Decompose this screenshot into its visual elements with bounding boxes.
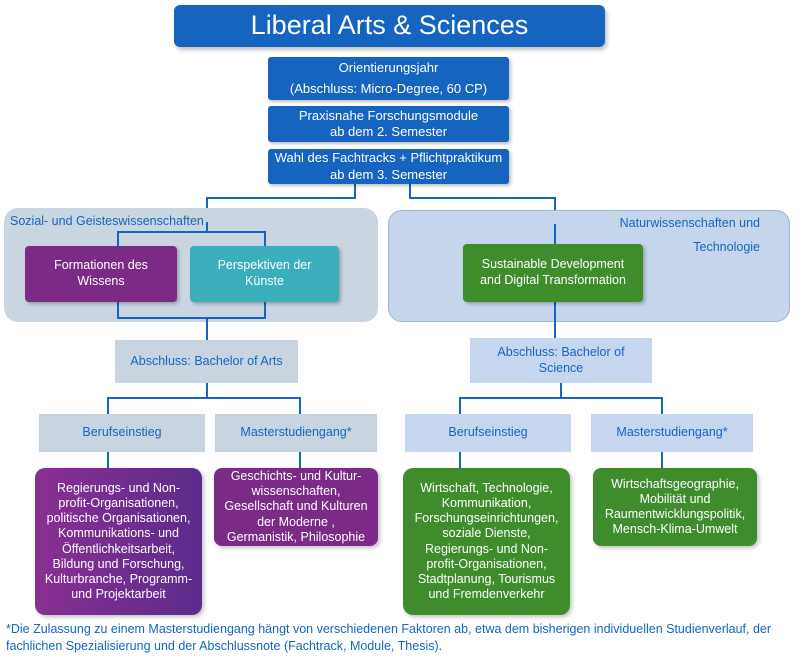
perspectives-of-arts-box: Perspektiven der Künste <box>190 246 339 302</box>
bachelor-of-arts-box: Abschluss: Bachelor of Arts <box>115 340 298 383</box>
bachelor-of-science-box: Abschluss: Bachelor of Science <box>470 338 652 383</box>
natural-career-list: Wirtschaft, Technologie, Kommunikation, … <box>403 468 570 615</box>
connector-track-to-natural <box>409 184 556 210</box>
list-item: Regierungs- und Non- <box>425 541 548 556</box>
list-item: Raumentwicklungspolitik, <box>604 507 746 521</box>
natural-master-list: Wirtschaftsgeographie, Mobilität und Rau… <box>593 468 757 546</box>
orientation-line2: (Abschluss: Micro-Degree, 60 CP) <box>289 80 488 96</box>
list-item: und Projektarbeit <box>71 587 166 602</box>
list-item: Öffentlichkeitsarbeit, <box>61 541 176 556</box>
list-item: Germanistik, Philosophie <box>226 529 366 544</box>
research-line2: ab dem 2. Semester <box>329 124 448 139</box>
track-selection-box: Wahl des Fachtracks + Pflichtpraktikum a… <box>268 149 509 184</box>
natural-sciences-label: Naturwissenschaften und Technologie <box>619 216 760 254</box>
list-item: und Fremdenverkehr <box>428 587 545 602</box>
research-modules-box: Praxisnahe Forschungsmodule ab dem 2. Se… <box>268 106 509 142</box>
orientation-line1: Orientierungsjahr <box>338 60 439 76</box>
page-title: Liberal Arts & Sciences <box>174 5 605 47</box>
social-career-entry-box: Berufseinstieg <box>39 414 205 452</box>
natural-master-box: Masterstudiengang* <box>591 414 753 452</box>
connector-bs-split <box>459 383 562 414</box>
connector-ba-split <box>107 383 208 414</box>
list-item: Wirtschaftsgeographie, <box>611 476 739 491</box>
list-item: politische Organisationen, <box>46 511 191 525</box>
track-line1: Wahl des Fachtracks + Pflichtpraktikum <box>274 150 503 166</box>
connector-social-join <box>117 302 266 319</box>
list-item: Gesellschaft und Kulturen <box>224 499 368 514</box>
list-item: Kulturbranche, Programm- <box>44 572 193 586</box>
sustainable-development-box: Sustainable Development and Digital Tran… <box>463 244 643 302</box>
list-item: Kommunikations- und <box>58 526 179 541</box>
connector-social-split <box>117 222 208 246</box>
list-item: Regierungs- und Non- <box>57 480 180 495</box>
formations-of-knowledge-box: Formationen des Wissens <box>25 246 177 302</box>
list-item: Stadtplanung, Tourismus <box>417 572 556 586</box>
social-career-list: Regierungs- und Non- profit-Organisation… <box>35 468 202 615</box>
social-master-box: Masterstudiengang* <box>215 414 377 452</box>
orientation-year-box: Orientierungsjahr (Abschluss: Micro-Degr… <box>268 57 509 100</box>
track-line2: ab dem 3. Semester <box>329 166 448 182</box>
list-item: Geschichts- und Kultur- <box>230 468 362 483</box>
natural-career-entry-box: Berufseinstieg <box>405 414 571 452</box>
list-item: soziale Dienste, <box>442 526 531 541</box>
list-item: Mensch-Klima-Umwelt <box>612 522 738 537</box>
list-item: wissenschaften, <box>251 484 341 499</box>
social-sciences-label: Sozial- und Geisteswissenschaften <box>10 214 204 228</box>
list-item: profit-Organisationen, <box>426 556 547 571</box>
list-item: Kommunikation, <box>441 495 532 510</box>
list-item: Mobilität und <box>639 491 711 506</box>
footnote: *Die Zulassung zu einem Masterstudiengan… <box>6 622 772 653</box>
list-item: profit-Organisationen, <box>58 495 179 510</box>
research-line1: Praxisnahe Forschungsmodule <box>298 107 479 123</box>
page-title-text: Liberal Arts & Sciences <box>250 10 529 41</box>
connector-track-to-social <box>206 184 356 208</box>
list-item: Bildung und Forschung, <box>52 556 185 571</box>
social-master-list: Geschichts- und Kultur- wissenschaften, … <box>214 468 378 546</box>
list-item: Wirtschaft, Technologie, <box>420 480 553 495</box>
list-item: Forschungseinrichtungen, <box>414 511 559 525</box>
list-item: der Moderne , <box>257 514 335 529</box>
